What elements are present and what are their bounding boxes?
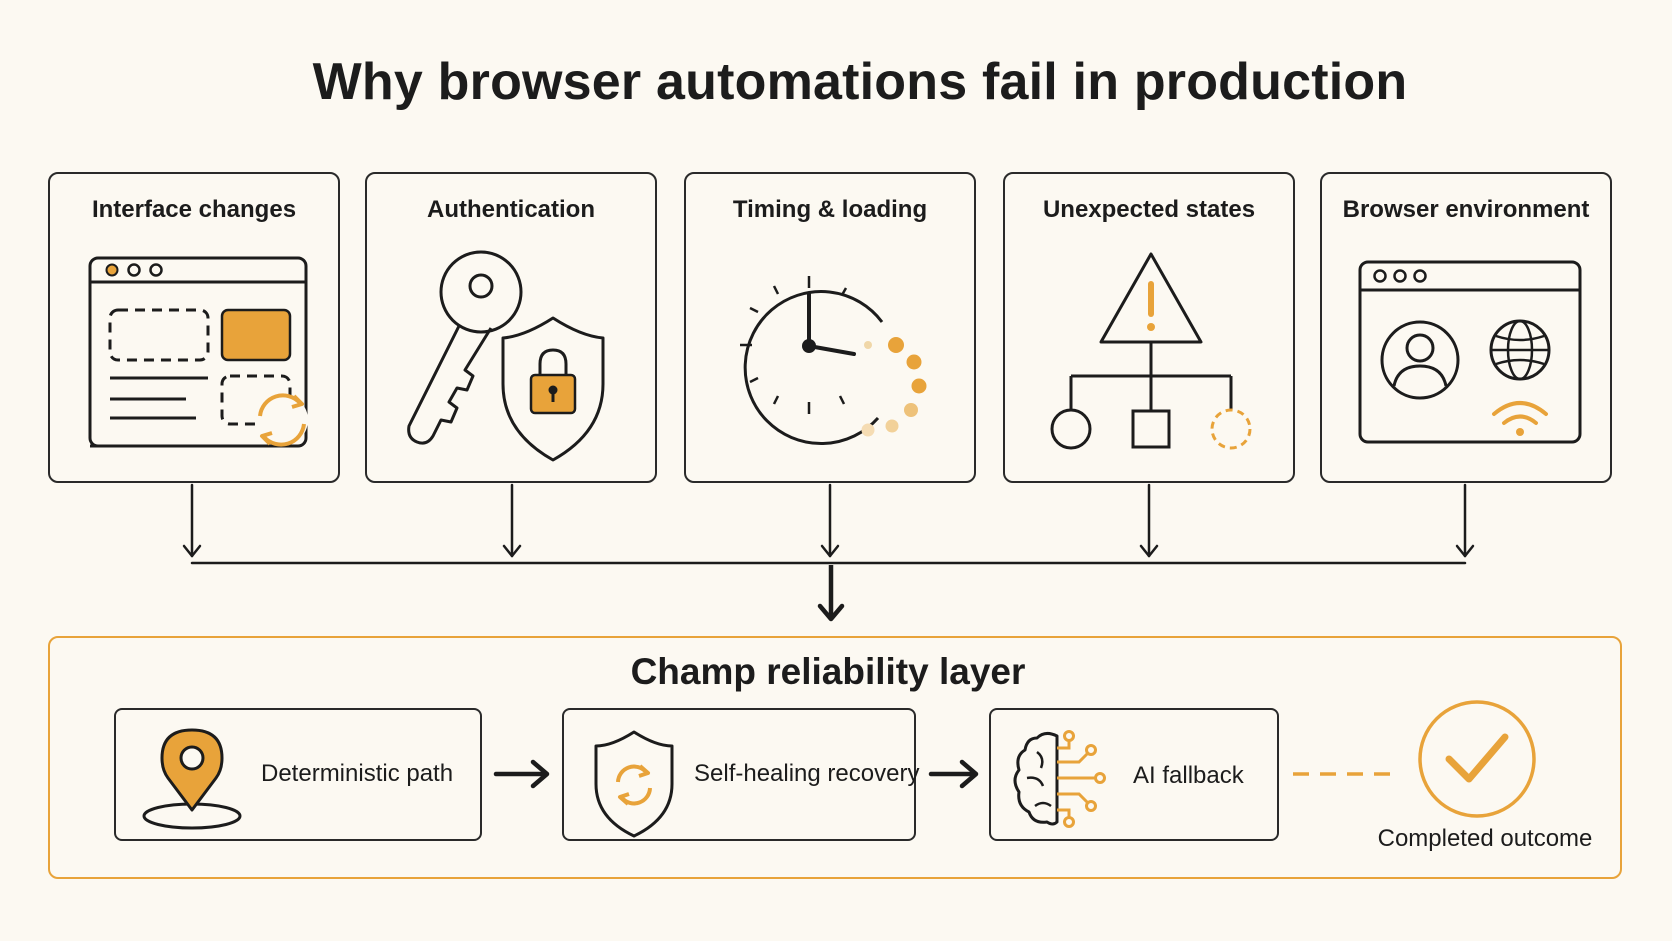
card-label: Browser environment [1342, 196, 1590, 223]
warning-branch-icon [1050, 252, 1252, 450]
checkmark-circle-icon [1418, 700, 1536, 818]
card-label: Authentication [427, 196, 595, 223]
step-label: Deterministic path [261, 760, 454, 787]
shield-refresh-icon [594, 730, 674, 838]
failure-card-timing-loading: Timing & loading [684, 172, 976, 483]
step-label: Self-healing recovery [694, 760, 920, 787]
card-label: Interface changes [91, 196, 297, 223]
reliability-layer-panel [48, 636, 1622, 879]
clock-loading-icon [740, 276, 927, 446]
step-deterministic-path: Deterministic path [114, 708, 482, 841]
page-title: Why browser automations fail in producti… [312, 53, 1408, 111]
failure-card-unexpected-states: Unexpected states [1003, 172, 1295, 483]
brain-circuit-icon [1013, 730, 1106, 828]
step-ai-fallback: AI fallback [989, 708, 1279, 841]
step-self-healing-recovery: Self-healing recovery [562, 708, 920, 841]
failure-card-interface-changes: Interface changes [48, 172, 340, 483]
key-shield-lock-icon [407, 250, 605, 462]
browser-user-globe-wifi-icon [1358, 260, 1582, 444]
browser-layout-change-icon [88, 256, 308, 448]
card-label: Unexpected states [1042, 196, 1256, 223]
step-label: AI fallback [1133, 762, 1244, 789]
reliability-layer-title: Champ reliability layer [630, 651, 1026, 692]
card-label: Timing & loading [732, 196, 928, 223]
location-pin-icon [142, 728, 242, 830]
failure-card-authentication: Authentication [365, 172, 657, 483]
outcome-label: Completed outcome [1377, 825, 1593, 852]
failure-card-browser-environment: Browser environment [1320, 172, 1612, 483]
